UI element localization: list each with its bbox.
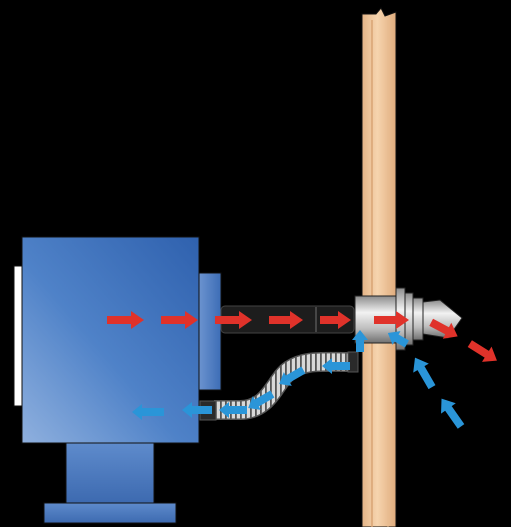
intake-air-flow — [132, 330, 465, 429]
wall — [361, 7, 397, 527]
heater-base — [43, 442, 177, 524]
heater-unit — [13, 236, 222, 444]
exhaust-flow — [107, 311, 497, 362]
